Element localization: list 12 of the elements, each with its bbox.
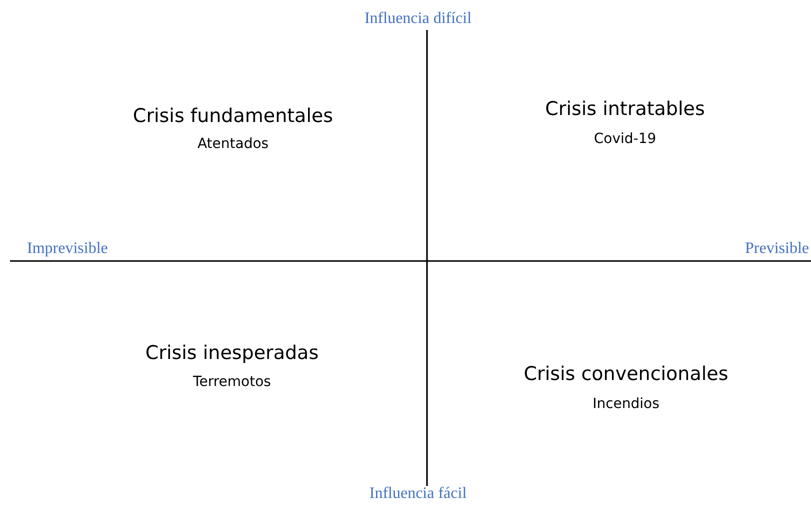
example-text: Terremotos <box>193 375 271 389</box>
quadrant-title: Crisis inesperadas <box>145 344 319 363</box>
axis-label: Previsible <box>745 241 809 257</box>
example-text: Atentados <box>197 137 269 151</box>
quadrant-title: Crisis convencionales <box>524 365 728 384</box>
quadrant-title: Crisis intratables <box>545 100 705 119</box>
example-text: Incendios <box>592 397 660 411</box>
axis-label: Influencia difícil <box>364 11 472 27</box>
example-text: Covid-19 <box>594 132 656 146</box>
axis-label: Influencia fácil <box>369 486 467 502</box>
axis-label: Imprevisible <box>27 241 108 257</box>
quadrant-title: Crisis fundamentales <box>132 107 334 126</box>
